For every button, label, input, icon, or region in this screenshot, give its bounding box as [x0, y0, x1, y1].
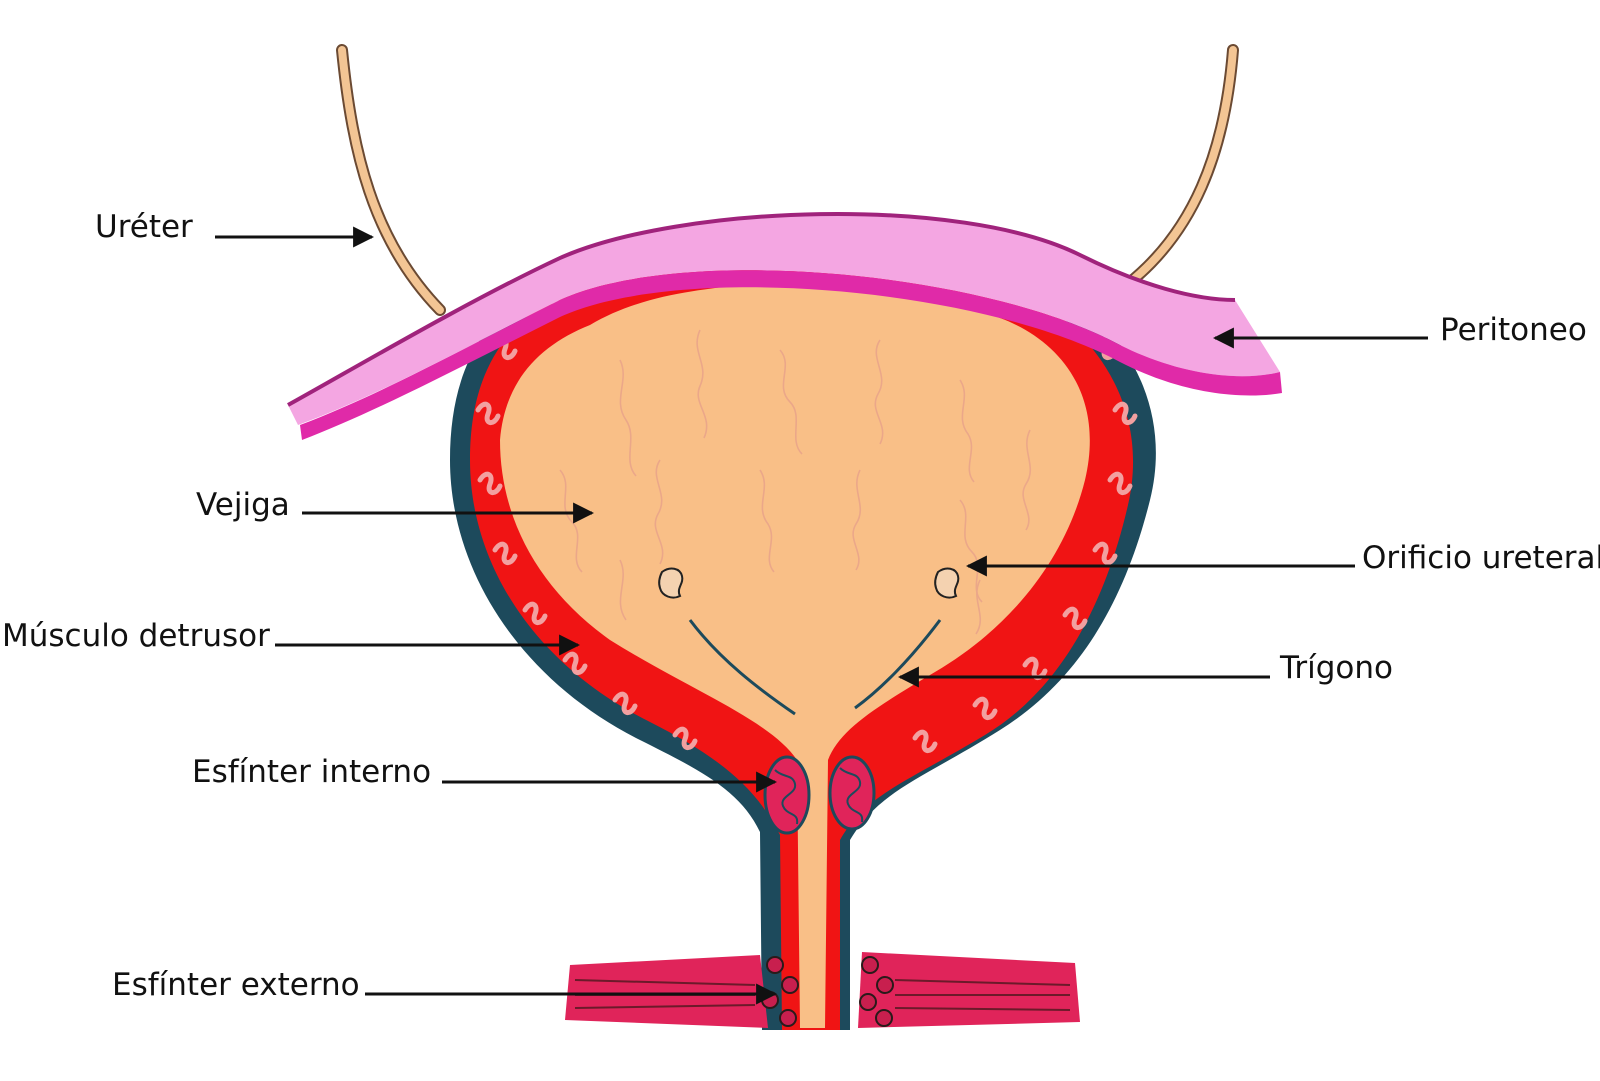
label-peritoneo: Peritoneo [1440, 315, 1587, 346]
label-esfinter-externo: Esfínter externo [112, 970, 360, 1001]
label-trigono: Trígono [1280, 653, 1393, 684]
label-vejiga: Vejiga [196, 490, 290, 521]
internal-sphincter-right [830, 757, 874, 829]
label-musculo-detrusor: Músculo detrusor [2, 621, 270, 652]
external-sphincter-right [858, 952, 1080, 1028]
ureteral-orifice-right [935, 569, 958, 598]
internal-sphincter-left [765, 757, 809, 833]
ureter-right [1120, 50, 1233, 290]
label-ureter: Uréter [95, 212, 193, 243]
ureteral-orifice-left [659, 569, 682, 598]
ureter-left [342, 50, 440, 310]
label-esfinter-interno: Esfínter interno [192, 757, 431, 788]
label-orificio-ureteral: Orificio ureteral [1362, 543, 1600, 574]
